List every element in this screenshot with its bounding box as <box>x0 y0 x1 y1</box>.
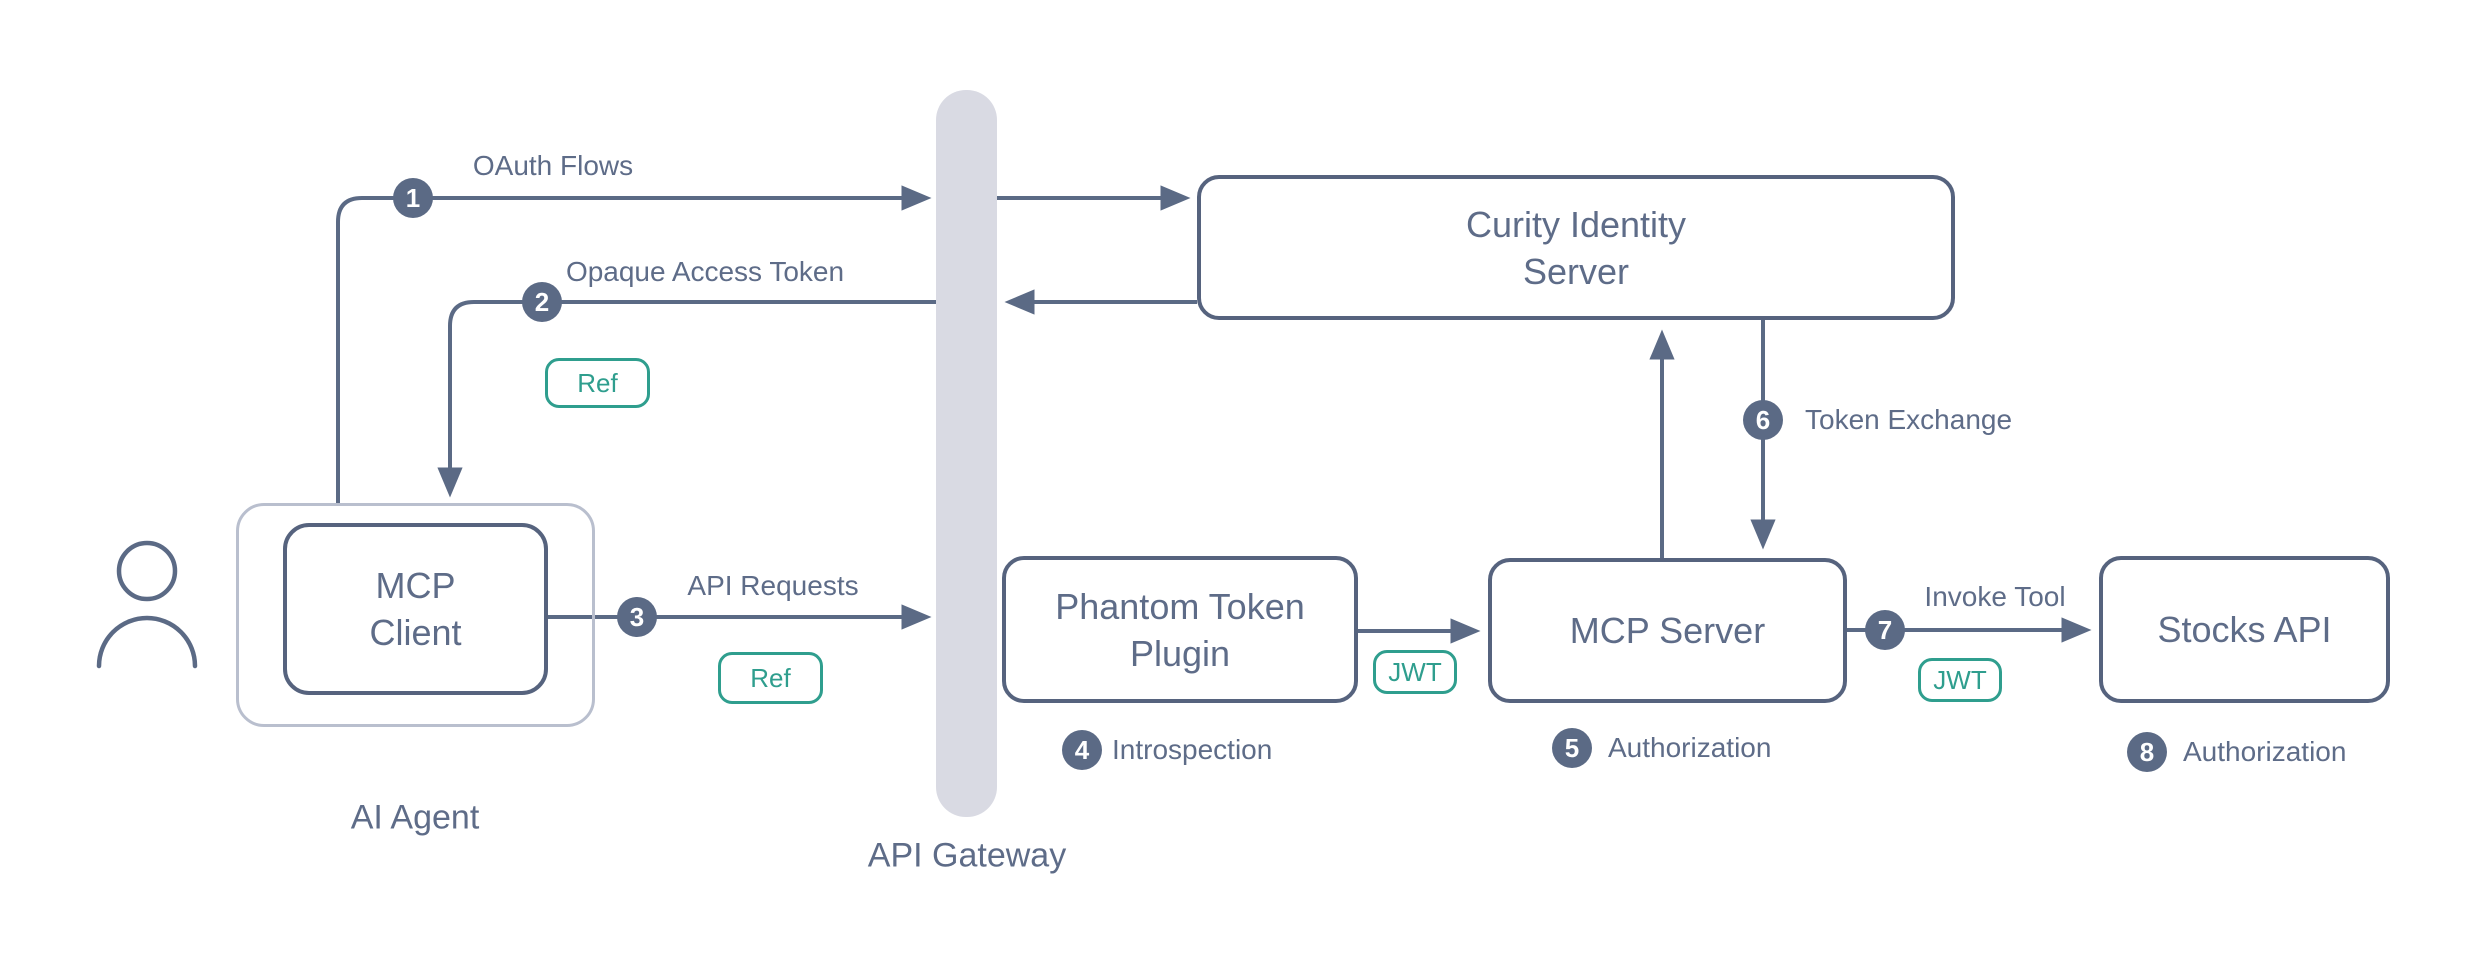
step-1-circle: 1 <box>393 178 433 218</box>
authorization-caption-stocks: Authorization <box>2183 736 2347 767</box>
phantom-token-plugin-node: Phantom Token Plugin <box>1002 556 1358 703</box>
step-5-circle: 5 <box>1552 728 1592 768</box>
oauth-flow-line <box>336 185 932 503</box>
stocks-api-label: Stocks API <box>2157 609 2332 650</box>
stocks-api-node: Stocks API <box>2099 556 2390 703</box>
phantom-token-plugin-label: Phantom Token Plugin <box>1055 585 1305 674</box>
mcp-server-label: MCP Server <box>1569 610 1766 651</box>
opaque-token-line <box>437 300 936 498</box>
step-8-circle: 8 <box>2127 732 2167 772</box>
invoke-tool-label: Invoke Tool <box>1924 581 2066 612</box>
step-4-circle: 4 <box>1062 730 1102 770</box>
mcp-client-label: MCP Client <box>369 565 462 653</box>
curity-identity-server-node: Curity Identity Server <box>1197 175 1955 320</box>
ai-agent-group-box <box>236 503 595 727</box>
mcp-client-node: MCP Client <box>283 523 548 695</box>
api-gateway-caption: API Gateway <box>867 836 1067 875</box>
introspection-caption: Introspection <box>1112 734 1273 765</box>
step-2-circle: 2 <box>522 282 562 322</box>
step-3-circle: 3 <box>617 597 657 637</box>
token-exchange-label: Token Exchange <box>1805 404 2013 435</box>
curity-identity-server-label: Curity Identity Server <box>1465 203 1687 292</box>
jwt-token-badge-phantom: JWT <box>1373 650 1457 694</box>
person-icon <box>96 540 198 669</box>
api-gateway-bar <box>936 90 997 817</box>
ai-agent-caption: AI Agent <box>350 798 480 837</box>
authorization-caption-mcp: Authorization <box>1608 732 1772 763</box>
mcp-server-node: MCP Server <box>1488 558 1847 703</box>
step-6-circle: 6 <box>1743 400 1783 440</box>
opaque-access-token-label: Opaque Access Token <box>565 256 845 287</box>
ref-token-badge-opaque: Ref <box>545 358 650 408</box>
ref-token-badge-api-requests: Ref <box>718 652 823 704</box>
jwt-token-badge-invoke: JWT <box>1918 658 2002 702</box>
api-requests-label: API Requests <box>687 570 859 601</box>
step-7-circle: 7 <box>1865 610 1905 650</box>
oauth-flows-label: OAuth Flows <box>472 150 634 181</box>
